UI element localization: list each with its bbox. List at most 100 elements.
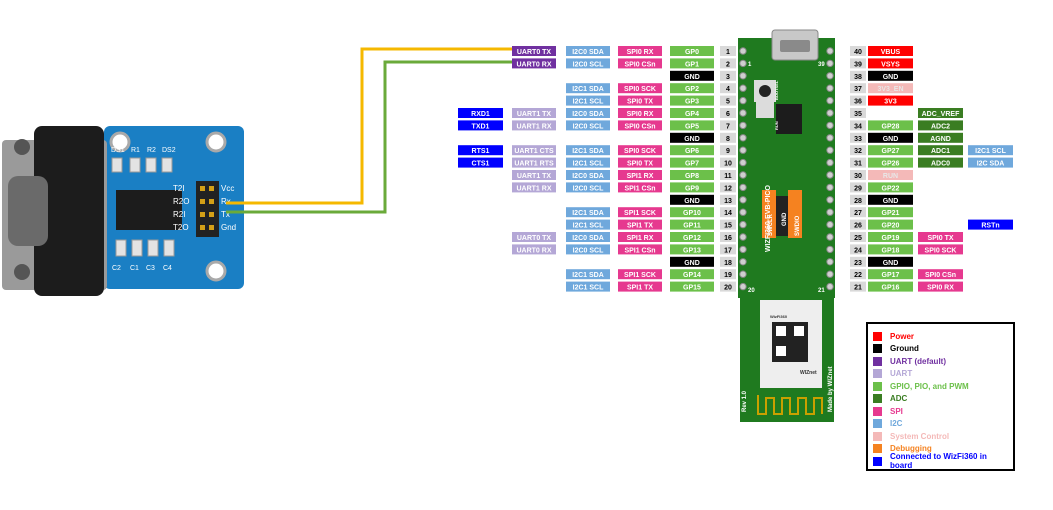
pin-number-24-box — [850, 244, 866, 255]
pin-label-7-3-text: I2C0 SCL — [573, 123, 604, 130]
rs232-side-label: R2I — [173, 210, 185, 219]
pin-label-31-2-box — [968, 157, 1013, 168]
pin-number-13-text: 13 — [724, 198, 732, 205]
pin-label-28-0-text: GND — [883, 198, 899, 205]
pin-label-26-3-box — [968, 219, 1013, 230]
legend-item: UART — [873, 368, 1008, 381]
pin-label-12-4-text: SPI1 CSn — [624, 185, 655, 192]
debug-gnd — [776, 196, 790, 236]
pin-number-12-box — [720, 182, 736, 193]
pin-label-1-4-text: SPI0 RX — [627, 49, 654, 56]
pin-label-31-0-box — [868, 157, 913, 168]
pin-label-2-2-text: UART0 RX — [516, 61, 551, 68]
pin-label-21-1-box — [918, 281, 963, 292]
run-button — [756, 102, 774, 118]
legend-swatch — [873, 369, 882, 379]
pin-label-9-3-box — [566, 145, 610, 156]
pin-number-8-text: 8 — [726, 136, 730, 143]
pin-label-37-0-box — [868, 83, 913, 94]
pin-label-10-1-box — [458, 157, 503, 168]
pin-hole-left — [739, 72, 747, 80]
pin-label-5-3: I2C1 SCL — [566, 95, 610, 106]
pin-label-16-5-box — [670, 232, 714, 242]
pin-label-5-3-box — [566, 95, 610, 106]
pin-label-19-3: I2C1 SDA — [566, 269, 610, 280]
pin-number-23-text: 23 — [854, 260, 862, 267]
pin-label-4-4-box — [618, 83, 662, 94]
pin-hole-right — [826, 183, 834, 192]
pin-label-32-0-box — [868, 145, 913, 156]
pin-label-36-0: 3V3 — [868, 95, 913, 106]
pin-label-17-4-text: SPI1 CSn — [624, 247, 655, 254]
rs232-component-label: C4 — [163, 265, 172, 272]
pin-label-17-5-text: GP13 — [683, 247, 701, 254]
pin-label-9-4-text: SPI0 SCK — [624, 148, 656, 155]
pin-label-29-0-box — [868, 182, 913, 193]
wire-tx-to-uart0-rx — [226, 60, 512, 214]
pin-label-16-3-box — [566, 232, 610, 242]
pin-label-17-5-box — [670, 244, 714, 255]
pin-label-9-2: UART1 CTS — [512, 145, 556, 156]
pin-label-28-0: GND — [868, 194, 913, 205]
pin-label-11-2-text: UART1 TX — [517, 173, 552, 180]
pin-number-4: 4 — [720, 83, 736, 94]
pin-label-24-1: SPI0 SCK — [918, 244, 963, 255]
pin-label-7-5: GP5 — [670, 120, 714, 131]
pin-label-10-2: UART1 RTS — [512, 157, 556, 168]
pin-number-33-box — [850, 132, 866, 143]
pin-number-4-box — [720, 83, 736, 94]
pin-hole-left — [739, 270, 747, 278]
pin-label-25-0: GP19 — [868, 232, 913, 242]
pin-label-7-4-text: SPI0 CSn — [624, 123, 655, 130]
rs232-side-label: T2O — [173, 223, 189, 232]
legend-label: ADC — [890, 394, 908, 404]
pin-label-29-0-text: GP22 — [882, 185, 900, 192]
pin-label-18-5-text: GND — [684, 260, 700, 267]
pin-label-16-5: GP12 — [670, 232, 714, 242]
corner-39: 39 — [818, 62, 825, 68]
pin-number-3-text: 3 — [726, 74, 730, 81]
pin-label-22-1-text: SPI0 CSn — [925, 272, 956, 279]
pin-number-1-text: 1 — [726, 49, 730, 56]
pin-number-6-box — [720, 108, 736, 118]
pin-number-21-box — [850, 281, 866, 292]
pin-number-37-text: 37 — [854, 86, 862, 93]
pin-label-7-2-text: UART1 RX — [516, 123, 551, 130]
pin-label-6-5-box — [670, 108, 714, 118]
pin-label-14-4-box — [618, 207, 662, 218]
pin-label-14-4: SPI1 SCK — [618, 207, 662, 218]
pin-label-14-3-box — [566, 207, 610, 218]
pin-label-34-0-text: GP28 — [882, 123, 900, 130]
pin-hole-right — [826, 146, 834, 154]
pin-label-20-5-text: GP15 — [683, 285, 701, 292]
pin-hole-left — [739, 258, 747, 266]
pin-hole-left — [739, 121, 747, 130]
pin-label-19-4-box — [618, 269, 662, 280]
pin-label-7-3: I2C0 SCL — [566, 120, 610, 131]
pin-label-11-5-box — [670, 170, 714, 180]
pin-label-1-5-text: GP0 — [685, 49, 699, 56]
pin-label-22-0: GP17 — [868, 269, 913, 280]
pin-label-17-2-box — [512, 244, 556, 255]
max3232-chip — [116, 190, 182, 230]
debug-swdio — [788, 190, 802, 238]
legend-label: System Control — [890, 431, 950, 441]
header-pin — [209, 212, 214, 217]
pin-number-2-text: 2 — [726, 61, 730, 68]
pin-number-32-box — [850, 145, 866, 156]
pin-label-6-3: I2C0 SDA — [566, 108, 610, 118]
pin-label-40-0: VBUS — [868, 46, 913, 56]
pin-label-32-2-text: I2C1 SCL — [975, 148, 1006, 155]
pin-number-36-text: 36 — [854, 99, 862, 106]
pin-label-27-0-text: GP21 — [882, 210, 900, 217]
pin-label-12-2-box — [512, 182, 556, 193]
pin-label-33-0-box — [868, 132, 913, 143]
pin-label-9-4-box — [618, 145, 662, 156]
pin-label-34-1-box — [918, 120, 963, 131]
pin-label-31-2: I2C SDA — [968, 157, 1013, 168]
legend-label: SPI — [890, 406, 903, 416]
pin-number-10-text: 10 — [724, 161, 732, 168]
db9-screw-bottom — [14, 264, 30, 280]
pin-label-13-5-box — [670, 194, 714, 205]
